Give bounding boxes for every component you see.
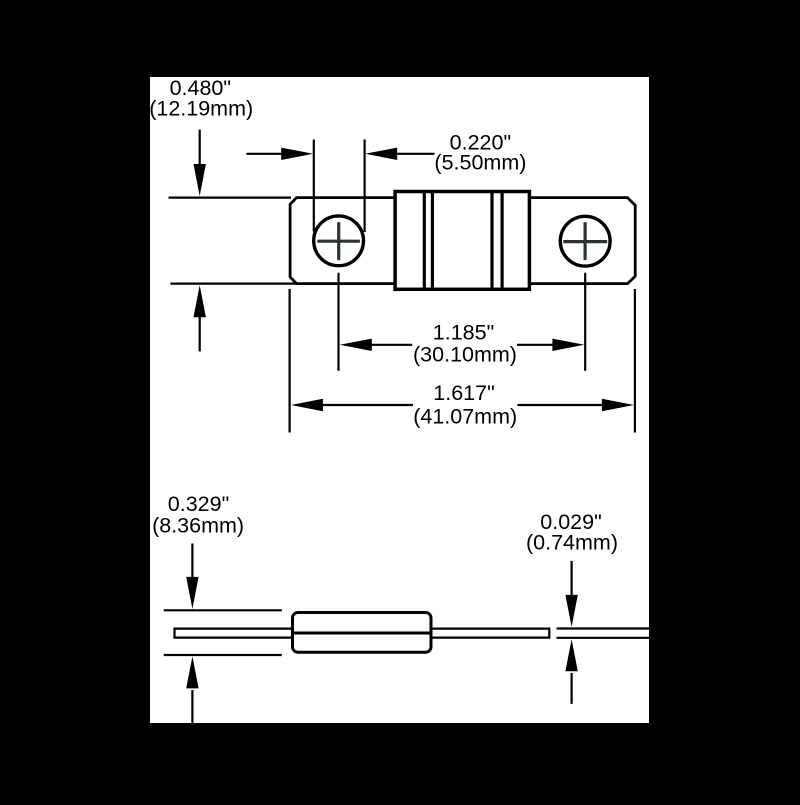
svg-text:1.185": 1.185" [433,321,494,345]
svg-text:(0.74mm): (0.74mm) [526,531,618,555]
svg-text:(5.50mm): (5.50mm) [434,151,526,175]
svg-text:(41.07mm): (41.07mm) [413,404,517,428]
svg-text:0.029": 0.029" [540,510,601,534]
svg-text:0.480": 0.480" [170,76,231,100]
svg-text:1.617": 1.617" [433,381,494,405]
svg-text:0.220": 0.220" [450,131,511,155]
svg-text:(12.19mm): (12.19mm) [149,97,253,121]
svg-text:0.329": 0.329" [168,492,229,516]
svg-text:(30.10mm): (30.10mm) [413,343,517,367]
svg-text:(8.36mm): (8.36mm) [152,514,244,538]
